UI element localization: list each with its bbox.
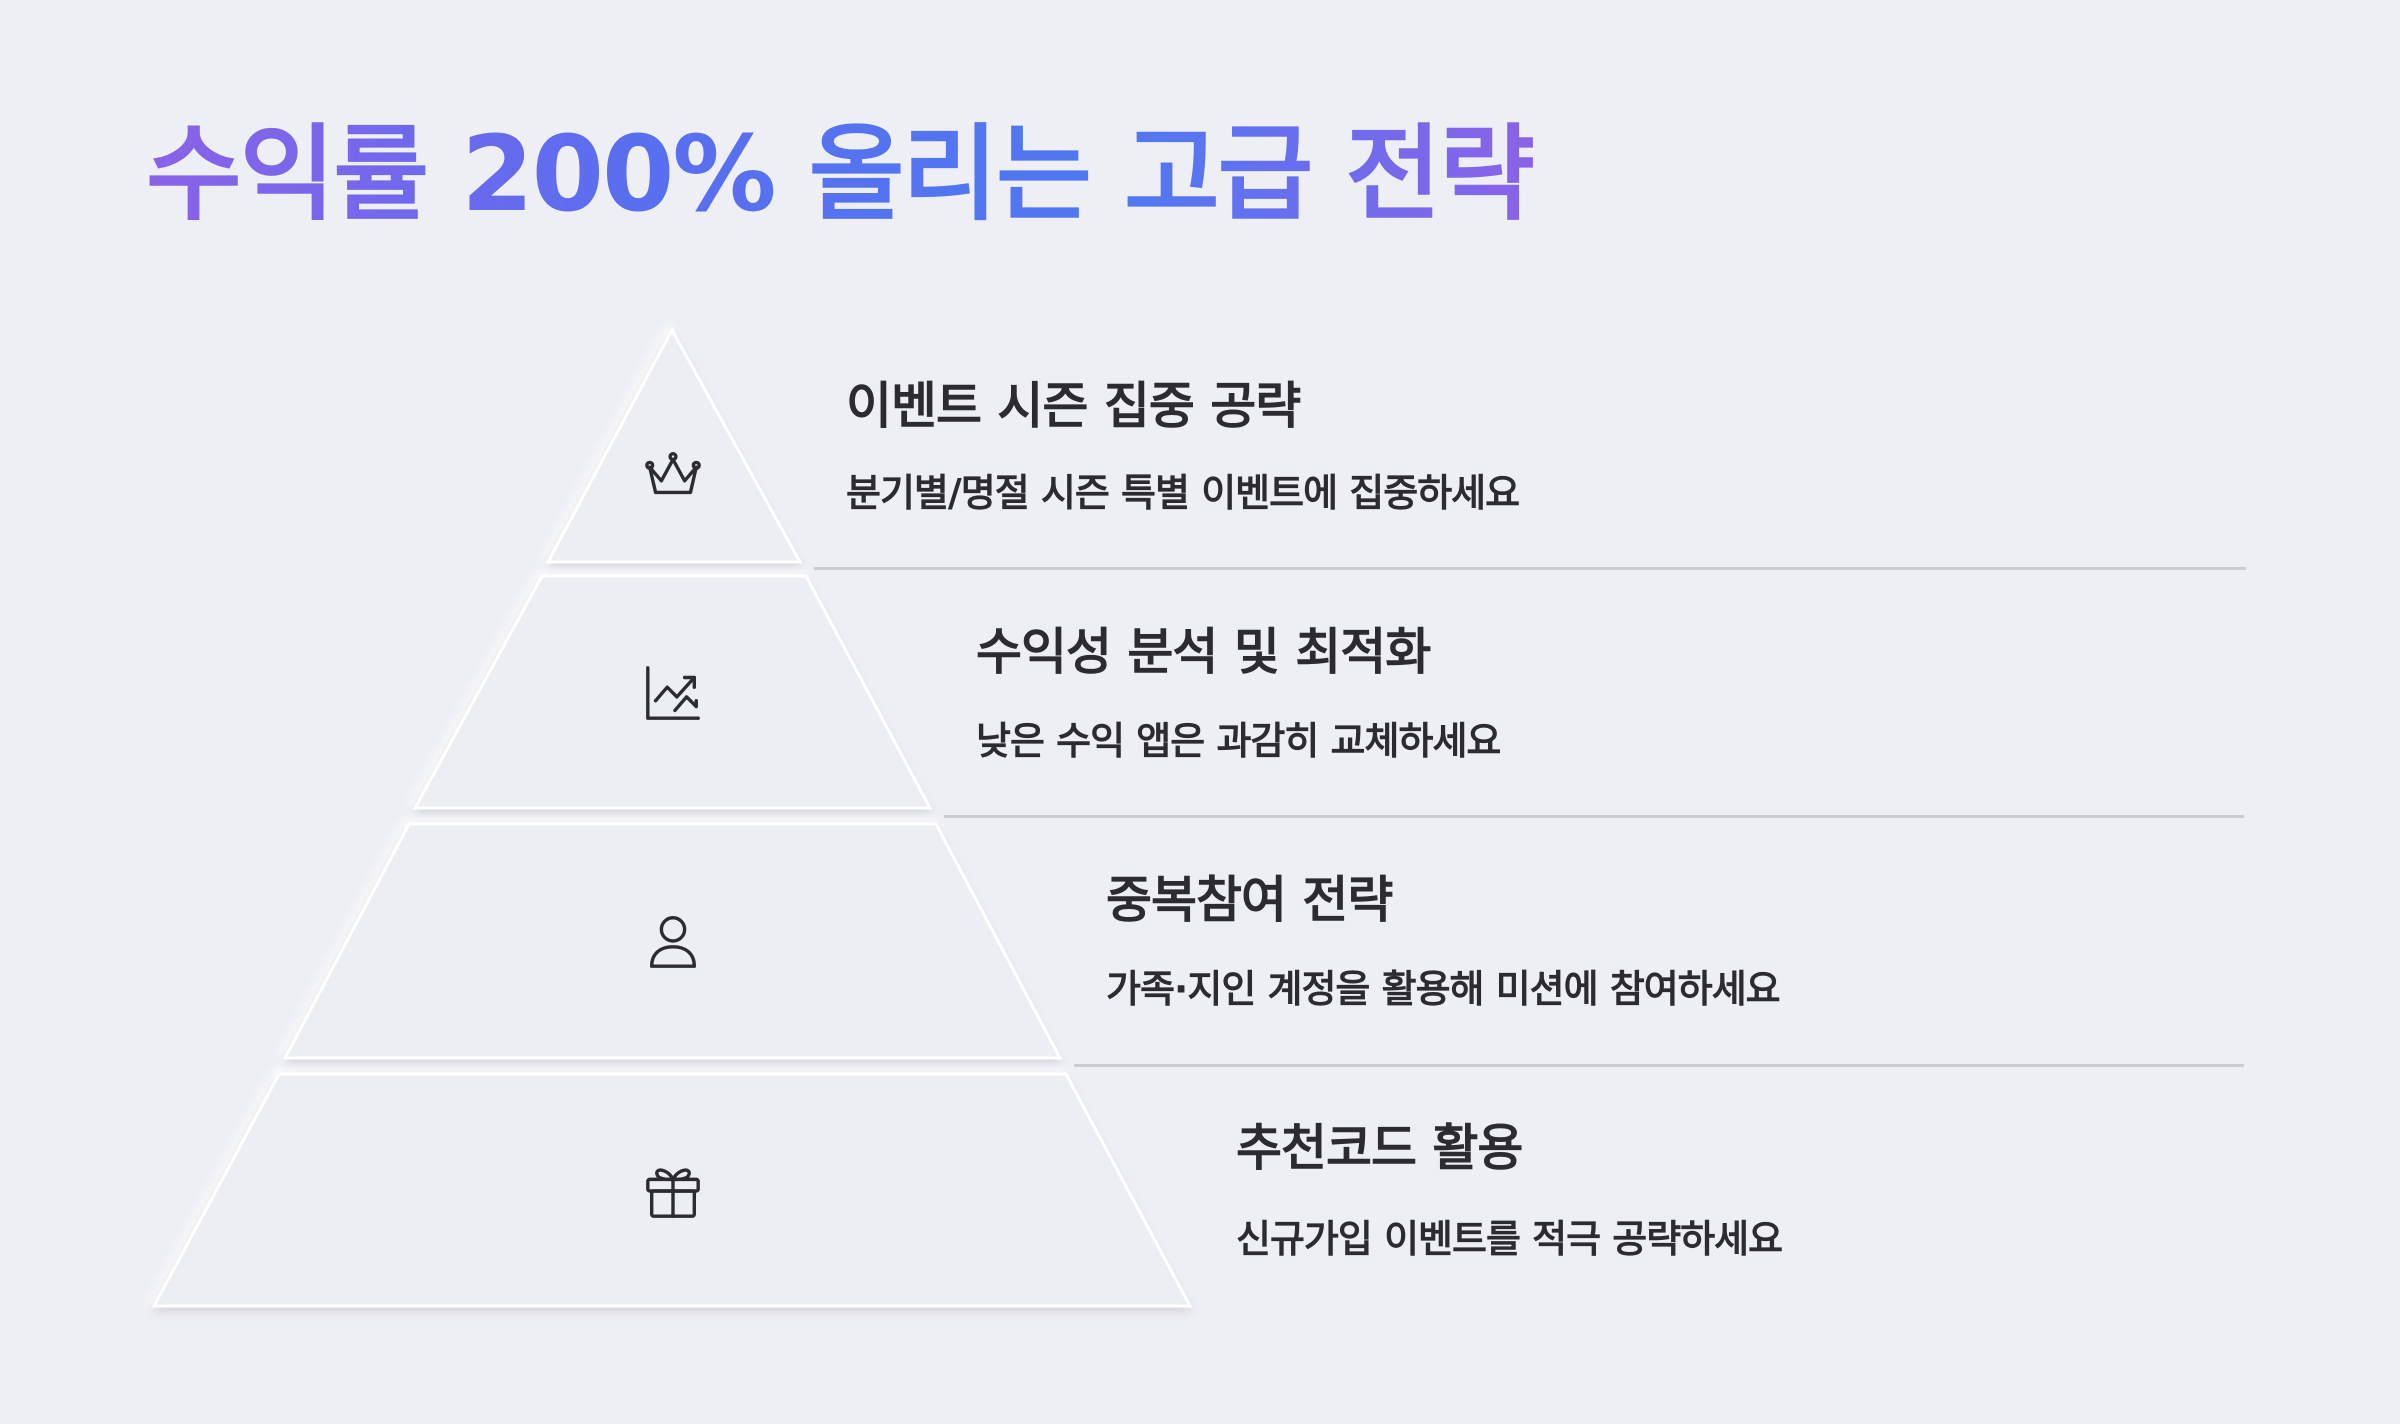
pyramid-tier-1-shape bbox=[545, 326, 803, 564]
tier-4-title: 추천코드 활용 bbox=[1236, 1119, 1523, 1177]
page-title: 수익률 200% 올리는 고급 전략 bbox=[146, 113, 1535, 235]
tier-1-divider bbox=[814, 567, 2246, 570]
user-icon bbox=[642, 910, 704, 972]
tier-2-divider bbox=[944, 815, 2244, 818]
crown-icon bbox=[642, 444, 704, 506]
tier-1-description: 분기별/명절 시즌 특별 이벤트에 집중하세요 bbox=[846, 471, 1520, 515]
tier-2-description: 낮은 수익 앱은 과감히 교체하세요 bbox=[976, 719, 1501, 763]
trending-chart-icon bbox=[642, 662, 704, 724]
gift-icon bbox=[642, 1160, 704, 1222]
tier-2-title: 수익성 분석 및 최적화 bbox=[976, 623, 1431, 681]
tier-4-description: 신규가입 이벤트를 적극 공략하세요 bbox=[1236, 1217, 1783, 1261]
tier-3-divider bbox=[1074, 1064, 2244, 1067]
tier-3-title: 중복참여 전략 bbox=[1106, 871, 1393, 929]
tier-1-title: 이벤트 시즌 집중 공략 bbox=[846, 377, 1301, 435]
tier-3-description: 가족·지인 계정을 활용해 미션에 참여하세요 bbox=[1106, 967, 1781, 1011]
